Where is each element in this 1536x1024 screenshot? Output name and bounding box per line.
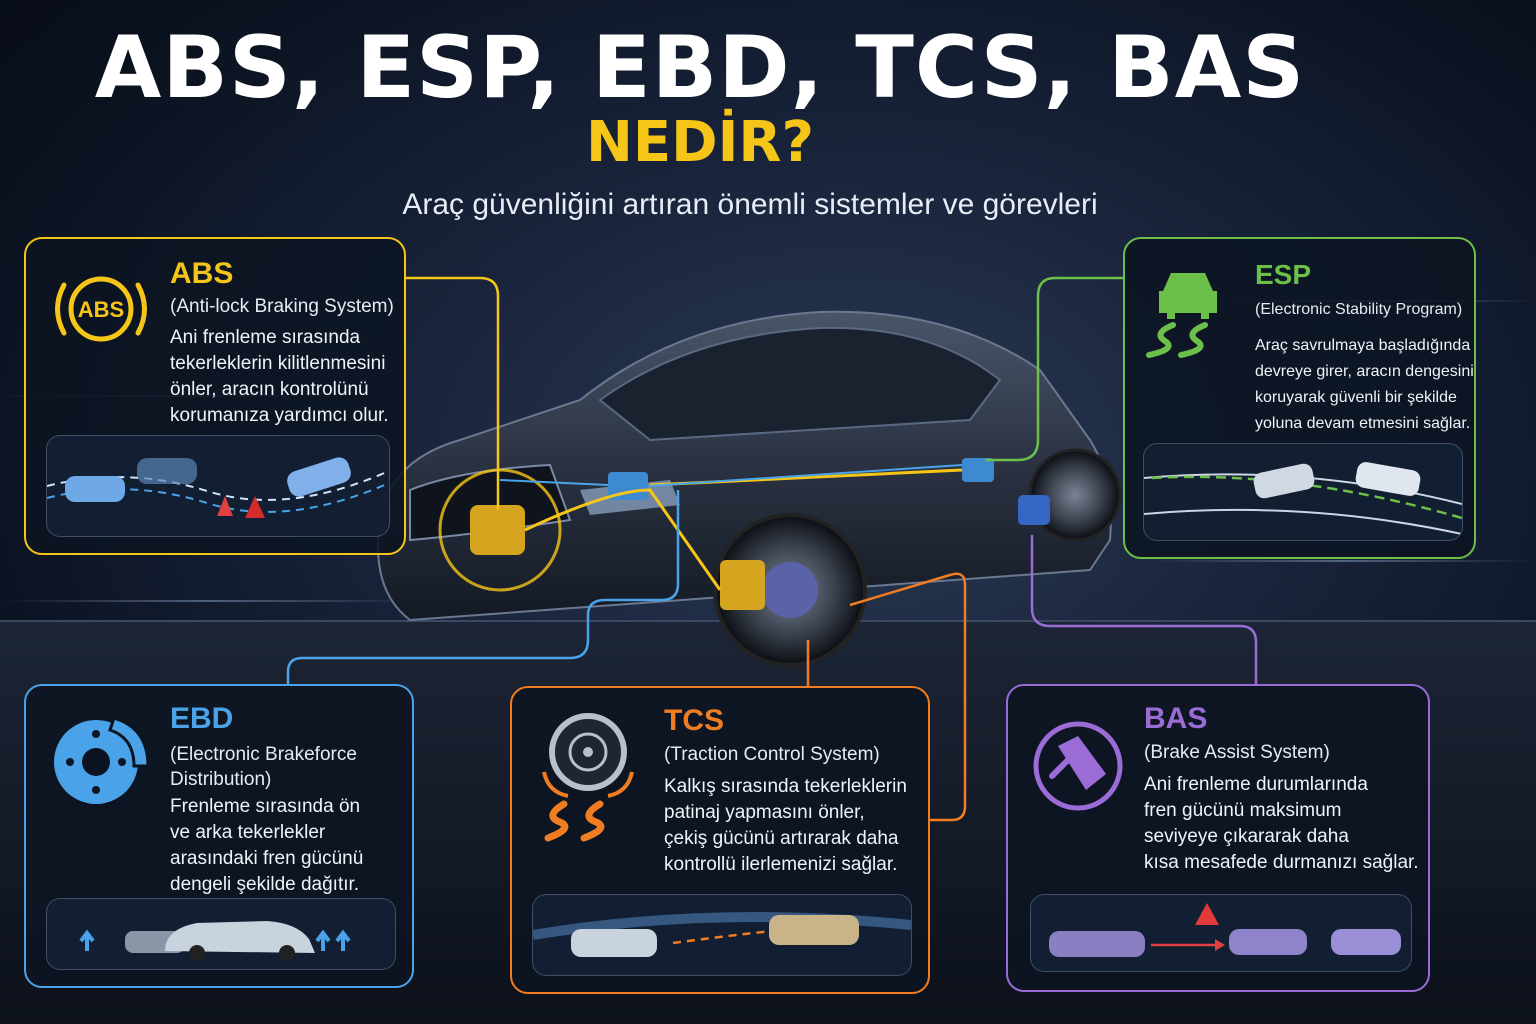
abs-scene <box>46 435 390 537</box>
tcs-scene <box>532 894 912 976</box>
bas-scene <box>1030 894 1412 972</box>
esp-heading: ESP <box>1255 259 1312 290</box>
esp-scene <box>1143 443 1463 541</box>
abs-heading: ABS <box>170 257 234 290</box>
page-title-question: NEDİR? <box>585 110 815 175</box>
page-title: ABS, ESP, EBD, TCS, BAS <box>94 18 1306 118</box>
speed-streak <box>1150 560 1536 562</box>
tcs-description: Kalkış sırasında tekerleklerin patinaj y… <box>664 776 907 875</box>
bas-heading: BAS <box>1144 702 1208 735</box>
page-subtitle: Araç güvenliğini artıran önemli sistemle… <box>402 188 1098 221</box>
brake-disc-icon <box>54 716 150 804</box>
ebd-car-illustration <box>79 921 351 961</box>
tire-traction-icon <box>542 713 634 842</box>
bas-description: Ani frenleme durumlarında fren gücünü ma… <box>1144 774 1419 873</box>
car-illustration <box>377 310 1122 667</box>
ebd-scene <box>46 898 396 970</box>
abs-description: Ani frenleme sırasında tekerleklerin kil… <box>170 327 389 426</box>
bas-cars-illustration <box>1049 903 1401 957</box>
abs-warning-icon: ABS <box>55 276 147 342</box>
brake-pedal-icon <box>1033 721 1123 811</box>
skidding-car-icon <box>1146 273 1217 358</box>
svg-text:ABS: ABS <box>78 297 124 322</box>
bas-card: BAS (Brake Assist System) Ani frenleme d… <box>1006 684 1430 992</box>
tcs-cars-illustration <box>533 912 911 957</box>
front-wheel <box>713 513 867 667</box>
tcs-heading: TCS <box>664 704 724 737</box>
esp-cars-illustration <box>1144 462 1462 535</box>
esp-description: Araç savrulmaya başladığında devreye gir… <box>1255 337 1474 432</box>
abs-full-name: (Anti-lock Braking System) <box>170 296 394 317</box>
abs-cars-illustration <box>47 457 389 518</box>
esp-full-name: (Electronic Stability Program) <box>1255 301 1463 318</box>
abs-card: ABS ABS (Anti-lock Braking System) Ani f… <box>24 237 406 555</box>
ebd-card: EBD (Electronic Brakeforce Distribution)… <box>24 684 414 988</box>
tcs-card: TCS (Traction Control System) Kalkış sır… <box>510 686 930 994</box>
ebd-heading: EBD <box>170 702 234 735</box>
speed-streak <box>0 600 420 602</box>
ebd-full-name: (Electronic Brakeforce Distribution) <box>170 744 357 790</box>
ebd-description: Frenleme sırasında ön ve arka tekerlekle… <box>170 796 364 895</box>
tcs-full-name: (Traction Control System) <box>664 744 880 765</box>
bas-full-name: (Brake Assist System) <box>1144 742 1330 763</box>
esp-card: ESP (Electronic Stability Program) Araç … <box>1123 237 1476 559</box>
